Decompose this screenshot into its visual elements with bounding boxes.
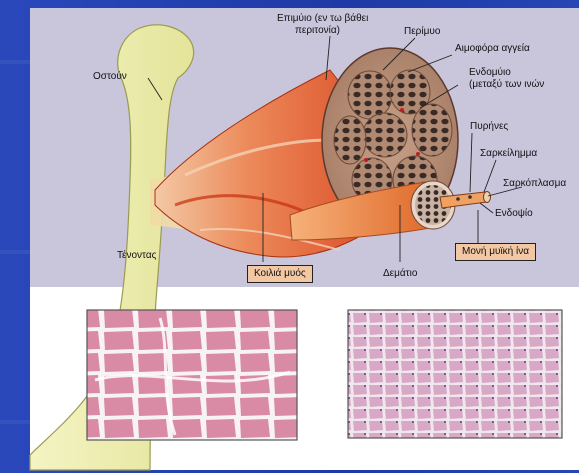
label-sarcolemma: Σαρκείλημμα — [480, 148, 537, 159]
label-single-fiber: Μονή μυϊκή ίνα — [455, 243, 536, 261]
label-epimysium: Επιμύιο (εν τω βάθει — [277, 13, 368, 24]
label-endomysium-line2: (μεταξύ των ινών — [469, 79, 544, 90]
label-nuclei: Πυρήνες — [470, 121, 508, 132]
label-muscle-belly: Κοιλιά μυός — [247, 265, 313, 283]
micrograph-right — [348, 310, 562, 438]
label-fascicle: Δεμάτιο — [383, 268, 417, 279]
label-bone: Οστούν — [93, 71, 127, 82]
label-epimysium-line2: περιτονία) — [295, 25, 340, 36]
label-endosteum: Ενδοψίο — [495, 208, 533, 219]
label-blood-vessels: Αιμοφόρα αγγεία — [455, 43, 530, 54]
label-sarcoplasm: Σαρκόπλασμα — [503, 178, 566, 189]
label-perimysium: Περίμυο — [404, 26, 440, 37]
label-tendon: Τένοντας — [117, 250, 156, 261]
label-endomysium: Ενδομύιο — [469, 67, 511, 78]
